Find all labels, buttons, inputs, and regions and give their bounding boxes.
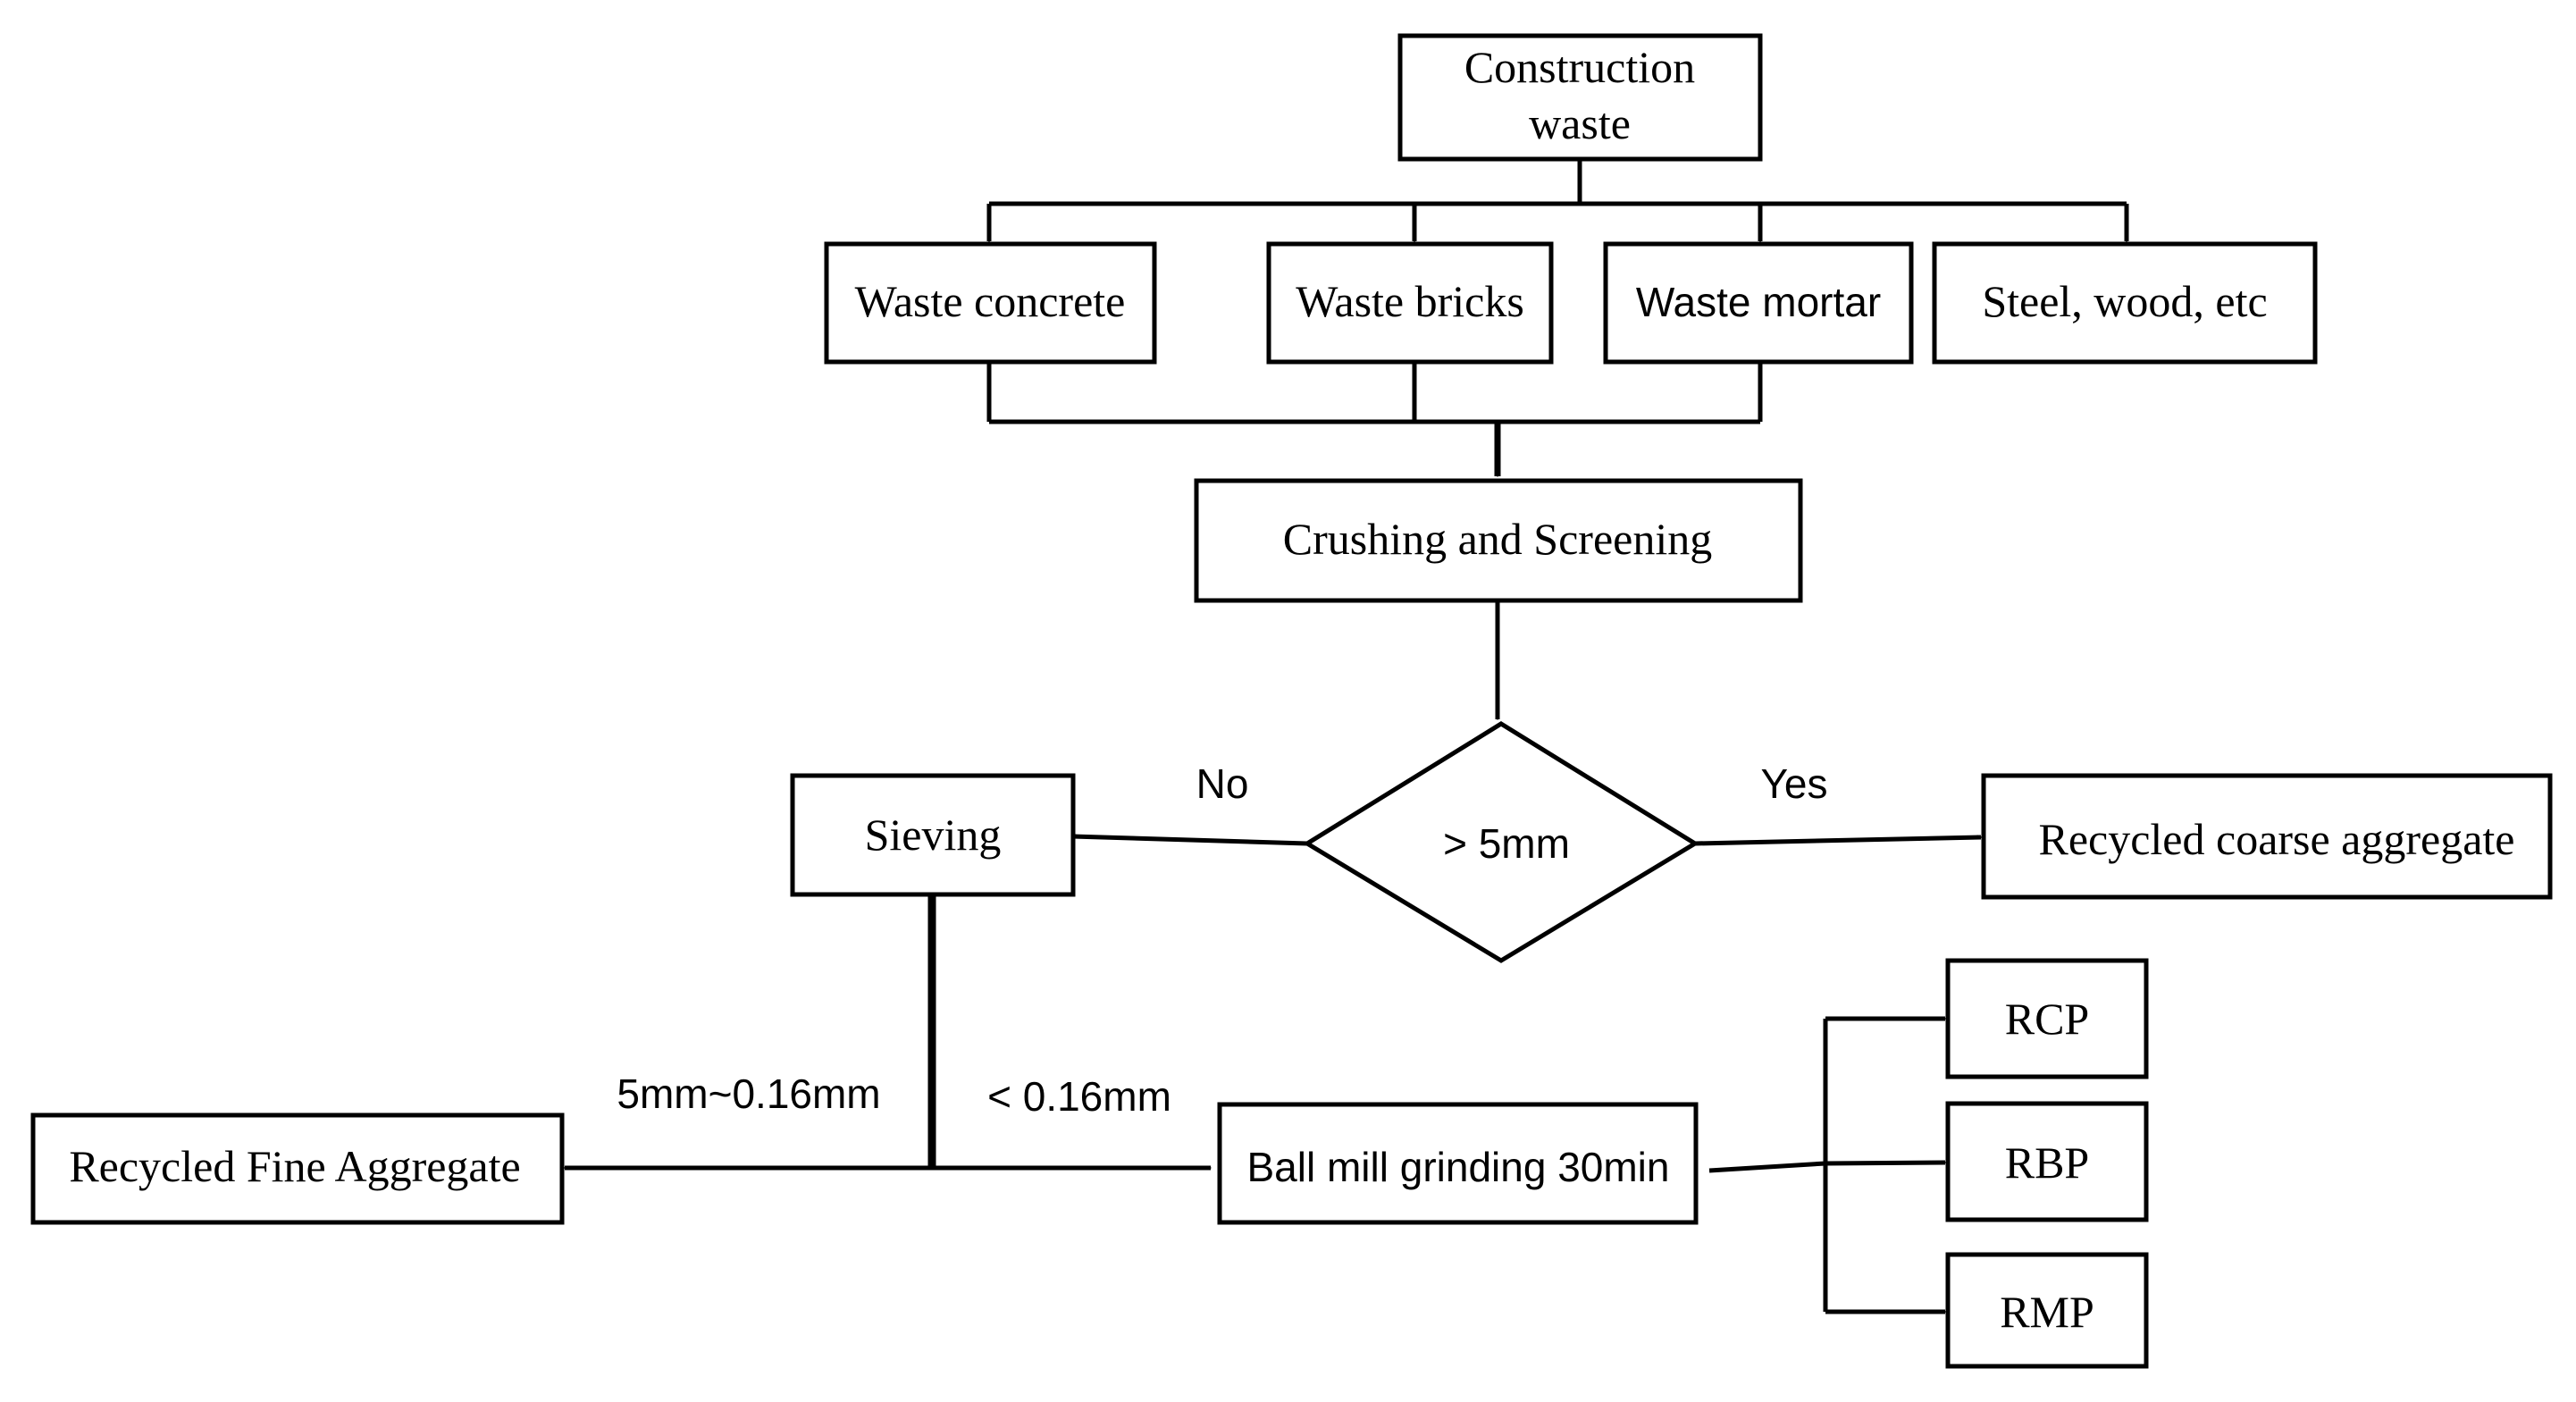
- rbp-label: RBP: [2005, 1138, 2090, 1188]
- node-ball-mill: Ball mill grinding 30min: [1217, 1102, 1699, 1225]
- node-coarse-aggregate: Recycled coarse aggregate: [1981, 773, 2553, 900]
- steel-wood-label: Steel, wood, etc: [1982, 276, 2267, 326]
- arrow-yes-to-coarse: [1694, 837, 1981, 846]
- node-waste-concrete: Waste concrete: [824, 241, 1157, 365]
- node-size-decision: > 5mm: [1303, 721, 1699, 963]
- node-construction-waste: Construction waste: [1397, 33, 1763, 162]
- ball-mill-label: Ball mill grinding 30min: [1247, 1144, 1670, 1190]
- edge-label-no: No: [1196, 760, 1249, 807]
- node-rbp: RBP: [1945, 1101, 2149, 1222]
- node-waste-mortar: Waste mortar: [1603, 241, 1914, 365]
- construction-waste-label-line2: waste: [1529, 98, 1631, 148]
- edge-label-range: 5mm~0.16mm: [617, 1070, 880, 1117]
- edge-ball-mill-out: [1708, 1161, 1826, 1173]
- node-sieving: Sieving: [790, 773, 1076, 897]
- rcp-label: RCP: [2005, 994, 2090, 1044]
- edge-label-below: < 0.16mm: [987, 1073, 1171, 1120]
- node-waste-bricks: Waste bricks: [1266, 241, 1554, 365]
- waste-mortar-label: Waste mortar: [1636, 279, 1881, 325]
- waste-bricks-label: Waste bricks: [1296, 276, 1524, 326]
- coarse-aggregate-label: Recycled coarse aggregate: [2038, 814, 2514, 864]
- node-fine-aggregate: Recycled Fine Aggregate: [30, 1112, 565, 1225]
- crushing-screening-label: Crushing and Screening: [1283, 514, 1712, 564]
- node-steel-wood: Steel, wood, etc: [1932, 241, 2318, 365]
- arrow-no-to-sieving: [1072, 836, 1308, 846]
- waste-concrete-label: Waste concrete: [855, 276, 1126, 326]
- construction-waste-label-line1: Construction: [1464, 42, 1695, 92]
- sieving-label: Sieving: [865, 810, 1002, 860]
- node-rcp: RCP: [1945, 958, 2149, 1079]
- fine-aggregate-label: Recycled Fine Aggregate: [69, 1141, 520, 1191]
- node-rmp: RMP: [1945, 1252, 2149, 1369]
- decision-label: > 5mm: [1443, 820, 1570, 867]
- node-crushing-screening: Crushing and Screening: [1194, 478, 1803, 603]
- edge-label-yes: Yes: [1760, 760, 1827, 807]
- rmp-label: RMP: [2000, 1287, 2094, 1337]
